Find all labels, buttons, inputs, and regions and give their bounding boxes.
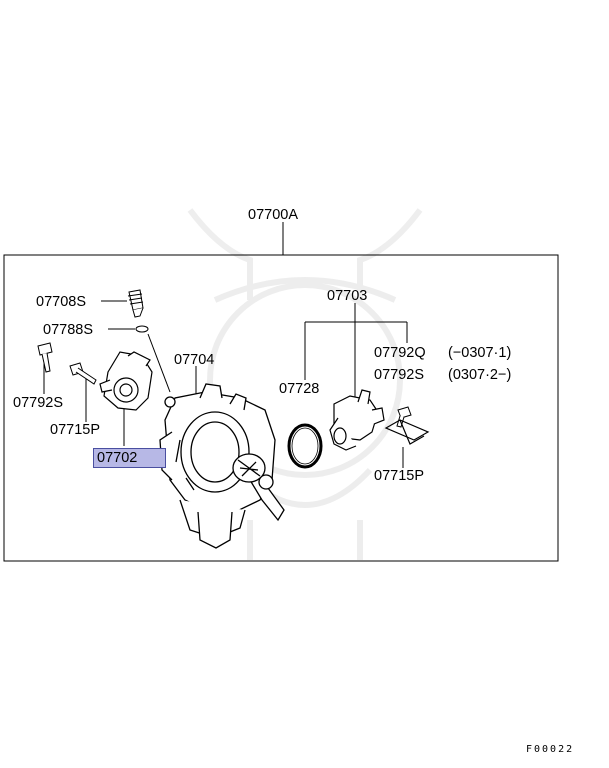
label-07700A: 07700A — [248, 207, 298, 223]
label-07708S: 07708S — [36, 294, 86, 310]
label-07788S: 07788S — [43, 322, 93, 338]
label-07792Q-note: (−0307·1) — [448, 345, 512, 361]
part-07792S-left-drawing — [37, 342, 53, 373]
part-07728-drawing — [287, 423, 323, 469]
assembly-box — [3, 254, 559, 562]
part-07703-drawing — [329, 389, 385, 451]
label-07792Q: 07792Q — [374, 345, 426, 361]
label-07715P-right: 07715P — [374, 468, 424, 484]
label-07792S-right-note: (0307·2−) — [448, 367, 512, 383]
label-07715P-left: 07715P — [50, 422, 100, 438]
label-07792S-left: 07792S — [13, 395, 63, 411]
label-07728: 07728 — [279, 381, 320, 397]
throttle-body-drawing — [159, 383, 285, 549]
part-07708S-drawing — [127, 289, 144, 318]
label-07702-highlighted[interactable]: 07702 — [93, 448, 166, 468]
figure-code: F00022 — [526, 744, 575, 755]
part-07715P-right-drawing — [384, 419, 430, 445]
watermark-emblem — [187, 208, 423, 560]
label-07703: 07703 — [327, 288, 368, 304]
part-07702-drawing — [99, 351, 153, 411]
part-07715P-left-drawing — [69, 362, 97, 385]
label-07792S-right: 07792S — [374, 367, 424, 383]
part-07788S-drawing — [135, 325, 149, 333]
label-07704: 07704 — [174, 352, 215, 368]
